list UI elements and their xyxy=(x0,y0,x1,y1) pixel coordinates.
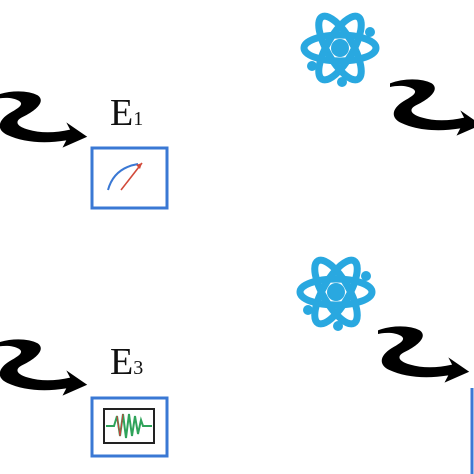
atom-icon-top-right xyxy=(304,10,376,87)
meter-box xyxy=(90,146,169,210)
label-e1: E1 xyxy=(110,92,143,134)
waveform-icon xyxy=(106,413,152,439)
label-e3: E3 xyxy=(110,341,143,383)
atom-icon-bottom-right xyxy=(300,254,372,331)
waveform-box xyxy=(90,396,169,458)
curved-arrow-icon-bottom-right xyxy=(378,326,470,383)
curved-arrow-icon-top-left xyxy=(0,91,88,148)
curved-arrow-icon-top-right xyxy=(390,79,474,136)
curved-arrow-icon-bottom-left xyxy=(0,339,88,396)
gauge-meter-icon xyxy=(107,162,143,191)
